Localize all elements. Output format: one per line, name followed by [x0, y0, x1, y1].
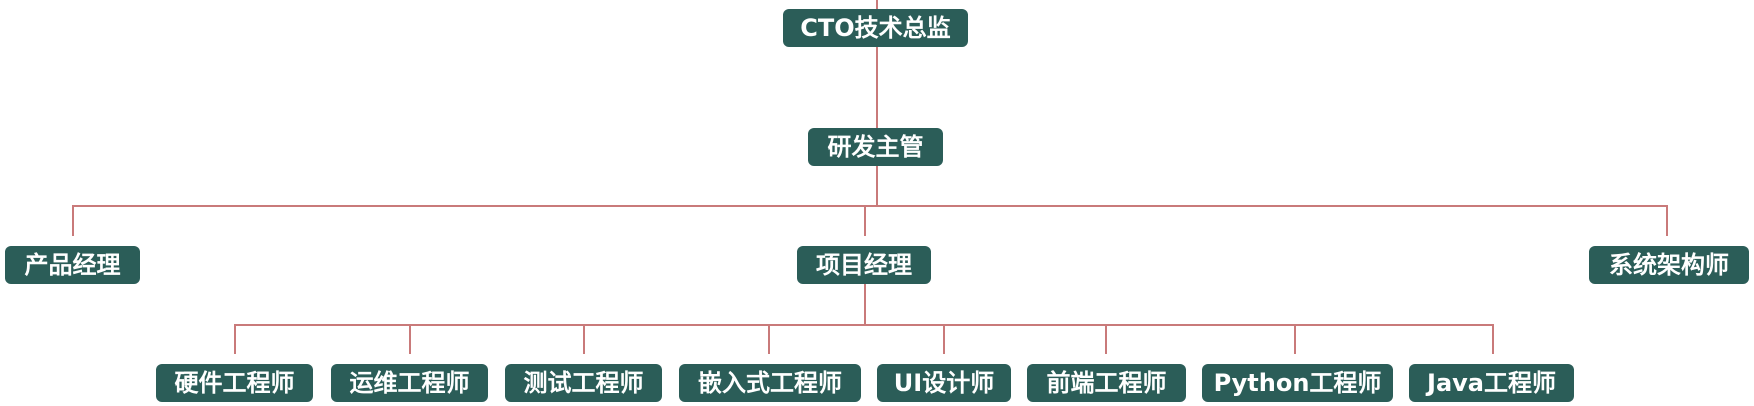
connector-cto-to-rd: [876, 46, 878, 128]
connector-to-hardware-engineer: [234, 324, 236, 354]
node-hardware-engineer[interactable]: 硬件工程师: [156, 364, 313, 402]
node-embedded-engineer[interactable]: 嵌入式工程师: [679, 364, 861, 402]
connector-rd-down: [876, 165, 878, 207]
node-product-manager[interactable]: 产品经理: [5, 246, 140, 284]
connector-to-frontend-engineer: [1105, 324, 1107, 354]
connector-to-python-engineer: [1294, 324, 1296, 354]
connector-to-project-manager: [864, 205, 866, 236]
connector-to-test-engineer: [583, 324, 585, 354]
node-frontend-engineer[interactable]: 前端工程师: [1027, 364, 1186, 402]
connector-top-stub: [876, 0, 878, 9]
node-ui-designer[interactable]: UI设计师: [877, 364, 1011, 402]
connector-to-ui-designer: [943, 324, 945, 354]
connector-to-product-manager: [72, 205, 74, 236]
connector-pm-down: [864, 284, 866, 326]
node-java-engineer[interactable]: Java工程师: [1409, 364, 1574, 402]
connector-managers-bar: [72, 205, 1668, 207]
node-project-manager[interactable]: 项目经理: [797, 246, 931, 284]
node-cto[interactable]: CTO技术总监: [783, 9, 968, 47]
connector-engineers-bar: [234, 324, 1494, 326]
node-test-engineer[interactable]: 测试工程师: [505, 364, 662, 402]
connector-to-ops-engineer: [409, 324, 411, 354]
node-python-engineer[interactable]: Python工程师: [1202, 364, 1393, 402]
connector-to-embedded-engineer: [768, 324, 770, 354]
node-system-architect[interactable]: 系统架构师: [1589, 246, 1749, 284]
node-rd-manager[interactable]: 研发主管: [808, 128, 943, 166]
connector-to-system-architect: [1666, 205, 1668, 236]
connector-to-java-engineer: [1492, 324, 1494, 354]
node-ops-engineer[interactable]: 运维工程师: [331, 364, 488, 402]
